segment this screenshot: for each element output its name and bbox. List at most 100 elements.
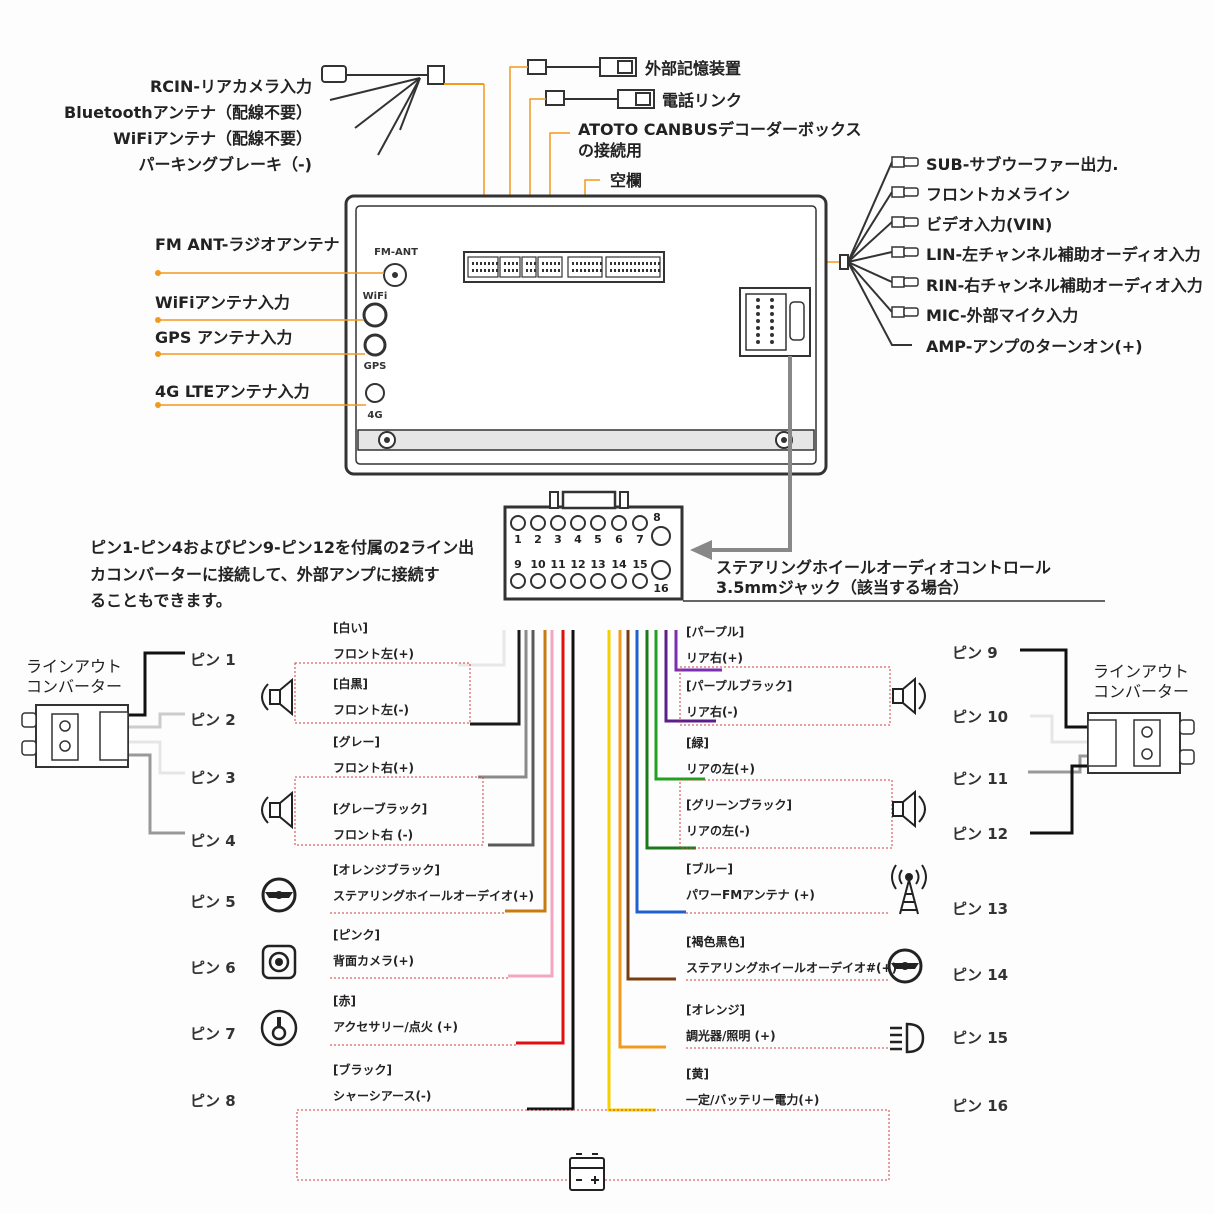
rca-fan xyxy=(839,161,912,346)
connector-pin-number: 14 xyxy=(611,558,627,571)
wire xyxy=(635,630,686,914)
right-wire-color-tag: [褐色黒色] xyxy=(686,934,745,949)
port-gps: GPS xyxy=(364,361,387,372)
wire xyxy=(527,630,575,1111)
right-wire-function: リアの左(-) xyxy=(686,823,750,838)
left-wire-function: フロント左(+) xyxy=(333,646,414,661)
right-pin-label: ピン 13 xyxy=(952,900,1008,918)
wire xyxy=(516,630,565,1045)
right-converter-label-1: ラインアウト xyxy=(1093,662,1189,681)
speaker-icon xyxy=(892,676,926,716)
speaker-icon xyxy=(261,677,293,717)
left-wire-function: フロント右(+) xyxy=(333,760,414,775)
lin-label: LIN-左チャンネル補助オーディオ入力 xyxy=(926,245,1201,264)
speaker-icon xyxy=(261,790,293,830)
wire xyxy=(478,630,528,779)
wire xyxy=(508,630,554,978)
wifi-harness-label: WiFiアンテナ（配線不要） xyxy=(113,129,312,148)
camera-icon xyxy=(261,944,297,980)
external-storage-label: 外部記憶装置 xyxy=(644,59,741,78)
left-converter xyxy=(21,651,185,835)
left-pin-label: ピン 7 xyxy=(190,1025,236,1043)
parking-brake-label: パーキングブレーキ（-) xyxy=(139,155,312,174)
port-wifi: WiFi xyxy=(363,291,388,302)
antenna-leaders xyxy=(158,272,384,406)
left-wire-color-tag: [ピンク] xyxy=(333,928,380,942)
ignition-key-icon xyxy=(260,1009,298,1047)
left-wire-color-tag: [白黒] xyxy=(333,676,368,691)
wire xyxy=(505,630,547,913)
right-wire-color-tag: [ブルー] xyxy=(686,861,733,876)
right-wire-color-tag: [緑] xyxy=(686,735,709,750)
note-line-2: カコンバーターに接続して、外部アンプに接続す xyxy=(90,565,440,584)
right-label-group: SUB-サブウーファー出力. フロントカメライン ビデオ入力(VIN) LIN-… xyxy=(926,155,1203,356)
right-pin-label: ピン 11 xyxy=(952,770,1008,788)
connector-pin-number: 15 xyxy=(632,558,647,571)
left-wire-color-tag: [赤] xyxy=(333,993,356,1008)
iso-connector xyxy=(503,490,684,601)
steering-wheel-icon xyxy=(261,877,297,913)
steering-wheel-icon xyxy=(887,948,923,984)
left-wire-color-tag: [グレー] xyxy=(333,734,380,749)
left-wire-color-tag: [白い] xyxy=(333,620,368,635)
left-wire-color-tag: [グレーブラック] xyxy=(333,801,427,816)
front-camera-label: フロントカメライン xyxy=(926,185,1070,204)
rin-label: RIN-右チャンネル補助オーディオ入力 xyxy=(926,276,1203,295)
headlight-icon xyxy=(890,1022,925,1054)
steering-jack-wire xyxy=(683,356,1105,602)
lte-antenna-label: 4G LTEアンテナ入力 xyxy=(155,382,310,401)
wire xyxy=(470,630,521,726)
right-pin-label: ピン 15 xyxy=(952,1029,1008,1047)
wire xyxy=(664,630,716,723)
right-pin-label: ピン 9 xyxy=(952,644,998,662)
right-wire-function: ステアリングホイールオーデイオ#(+) xyxy=(686,960,897,975)
left-wire-function: ステアリングホイールオーデイオ(+) xyxy=(333,888,534,903)
right-pin-label: ピン 14 xyxy=(952,966,1008,984)
connector-pin-number: 10 xyxy=(530,558,546,571)
right-pin-label: ピン 16 xyxy=(952,1097,1008,1115)
left-wire-color-tag: [ブラック] xyxy=(333,1062,392,1077)
wire xyxy=(654,630,705,781)
left-wire-color-tag: [オレンジブラック] xyxy=(333,862,440,877)
connector-pin-number: 5 xyxy=(594,533,602,546)
wire xyxy=(626,630,676,981)
wire xyxy=(674,630,722,672)
connector-pin-number: 1 xyxy=(514,533,522,546)
rcin-label: RCIN-リアカメラ入力 xyxy=(150,77,312,96)
steering-jack-line1: ステアリングホイールオーディオコントロール xyxy=(716,558,1051,577)
left-wire-function: 背面カメラ(+) xyxy=(333,953,414,968)
sub-label: SUB-サブウーファー出力. xyxy=(926,155,1118,174)
video-in-label: ビデオ入力(VIN) xyxy=(926,215,1052,234)
right-wire-color-tag: [パープル] xyxy=(686,624,744,639)
left-pin-label: ピン 5 xyxy=(190,893,236,911)
canbus-label-2: の接続用 xyxy=(578,141,642,160)
right-wire-color-tag: [オレンジ] xyxy=(686,1003,745,1017)
right-converter-label-2: コンバーター xyxy=(1093,682,1189,701)
fm-ant-label: FM ANT-ラジオアンテナ xyxy=(155,235,339,254)
right-wire-function: リア右(+) xyxy=(686,650,743,665)
port-4g: 4G xyxy=(367,410,382,421)
connector-pin-number: 7 xyxy=(636,533,644,546)
wire xyxy=(607,630,656,1112)
left-converter-label-2: コンバーター xyxy=(26,677,122,696)
connector-pin-number: 4 xyxy=(574,533,582,546)
right-wire-function: 調光器/照明 (+) xyxy=(686,1028,776,1043)
left-wire-function: シャーシアース(-) xyxy=(333,1089,431,1103)
wire xyxy=(458,630,506,667)
top-left-harness xyxy=(321,65,484,156)
connector-pin-number: 13 xyxy=(590,558,605,571)
connector-pin-number: 3 xyxy=(554,533,562,546)
left-pin-label: ピン 6 xyxy=(190,959,236,977)
left-pin-label: ピン 1 xyxy=(190,651,236,669)
amp-label: AMP-アンプのターンオン(+) xyxy=(926,337,1143,356)
right-wire-function: リアの左(+) xyxy=(686,761,755,776)
canbus-label-1: ATOTO CANBUSデコーダーボックス xyxy=(578,120,862,139)
note-line-1: ピン1-ピン4およびピン9-ピン12を付属の2ライン出 xyxy=(90,538,474,557)
phone-link-label: 電話リンク xyxy=(662,91,742,110)
left-wire-function: アクセサリー/点火 (+) xyxy=(333,1019,458,1034)
right-wire-color-tag: [パープルブラック] xyxy=(686,678,792,693)
antenna-icon xyxy=(891,864,927,915)
left-wire-function: フロント右 (-) xyxy=(333,827,413,842)
right-wire-function: リア右(-) xyxy=(686,704,738,719)
